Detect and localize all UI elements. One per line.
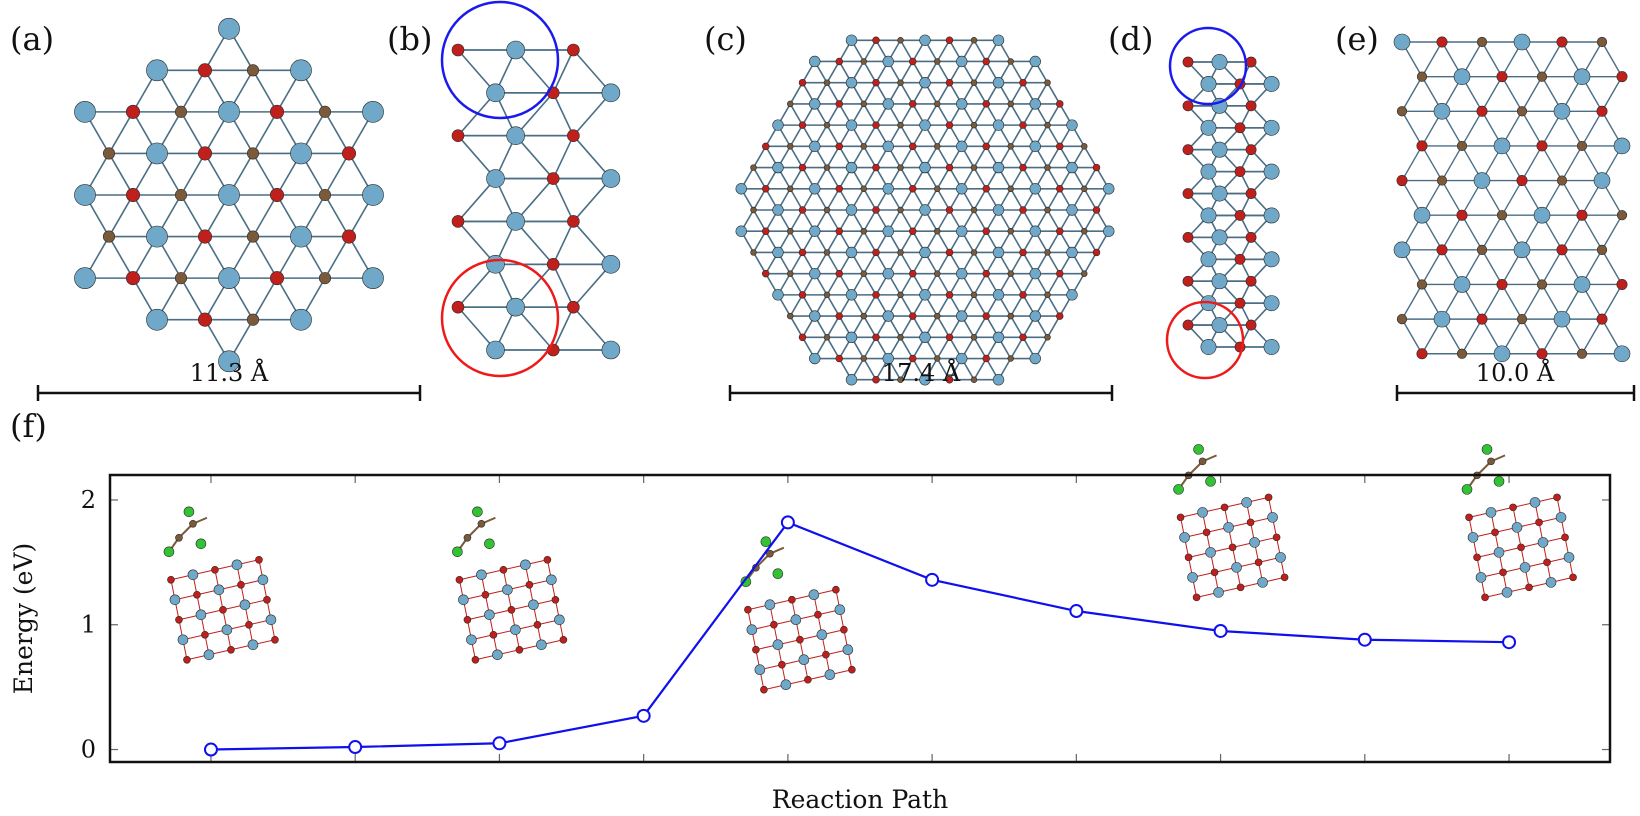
chart-insets (163, 444, 1577, 694)
panel-label-f: (f) (10, 407, 47, 445)
panel-label-b: (b) (387, 20, 432, 58)
molecule-on-surface-icon (1461, 444, 1577, 602)
data-point (1069, 604, 1084, 619)
data-point (636, 708, 651, 723)
data-point (1357, 632, 1372, 647)
scale-bar-c-label: 17.4 Å (882, 358, 961, 387)
y-tick-label: 1 (81, 611, 96, 639)
highlight-circle-red (1165, 300, 1245, 380)
highlight-circle-blue (1168, 26, 1248, 106)
x-axis-label: Reaction Path (772, 785, 948, 814)
large-cluster-side-view-icon (1165, 26, 1280, 380)
molecule-on-surface-icon (1173, 444, 1289, 602)
scale-bar-a-label: 11.3 Å (190, 358, 269, 387)
data-point (203, 742, 218, 757)
chart-series (203, 515, 1517, 757)
chart-ticks: 0 1 2 (81, 475, 1610, 764)
slab-surface-icon (1393, 33, 1631, 363)
molecule-on-surface-icon (452, 506, 568, 664)
series-line (210, 521, 1510, 751)
y-tick-label: 0 (81, 736, 96, 764)
cluster-top-view-icon (74, 17, 384, 373)
scale-bar-e-label: 10.0 Å (1476, 358, 1555, 387)
data-point (780, 515, 795, 530)
y-axis-label: Energy (eV) (9, 543, 38, 695)
panel-label-c: (c) (704, 20, 747, 58)
scale-bar-a: 11.3 Å (36, 358, 422, 401)
data-point (1502, 635, 1517, 650)
plot-frame (108, 473, 1612, 764)
data-point (1213, 623, 1228, 638)
large-cluster-top-view-icon (735, 34, 1115, 386)
molecule-on-surface-icon (163, 506, 279, 664)
highlight-circle-red (440, 258, 560, 378)
scale-bar-c: 17.4 Å (728, 358, 1114, 401)
panel-label-a: (a) (10, 20, 54, 58)
highlight-circle-blue (440, 0, 560, 120)
panel-label-d: (d) (1108, 20, 1153, 58)
data-point (348, 740, 363, 755)
panel-label-e: (e) (1335, 20, 1379, 58)
cluster-side-view-icon (440, 0, 621, 378)
energy-profile-chart: 0 1 2 Energy (eV) Reaction Path (9, 444, 1612, 814)
molecule-on-surface-icon (740, 536, 856, 694)
scale-bar-e: 10.0 Å (1395, 358, 1636, 401)
y-tick-label: 2 (81, 486, 96, 514)
data-point (492, 736, 507, 751)
data-point (925, 572, 940, 587)
